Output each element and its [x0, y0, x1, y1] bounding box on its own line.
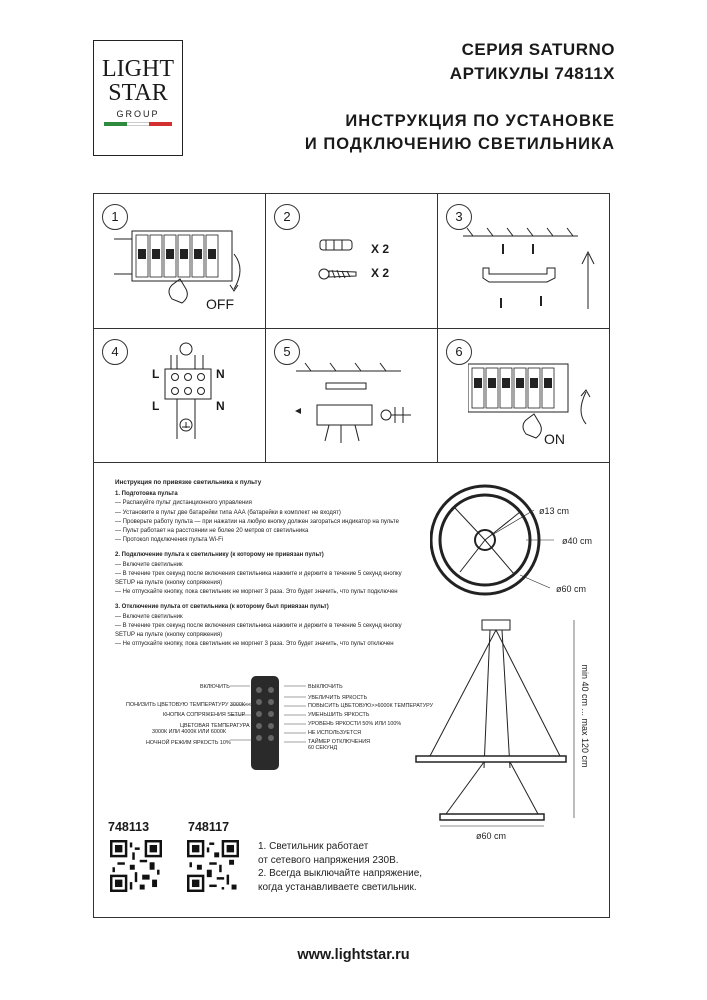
step-number: 2 [274, 204, 300, 230]
brand-logo: LIGHT STAR GROUP [93, 40, 183, 156]
article-748117: 748117 [188, 820, 230, 834]
step-number: 6 [446, 339, 472, 365]
neutral-label-top: N [216, 367, 225, 381]
details-panel [93, 463, 610, 918]
remote-label-night: НОЧНОЙ РЕЖИМ ЯРКОСТЬ 10% [146, 740, 231, 746]
installation-steps-grid: 1 OFF 2 X 2 X 2 3 [93, 193, 610, 463]
remote-label-temp: ЦВЕТОВАЯ ТЕМПЕРАТУРА [180, 723, 250, 729]
dim-height-range: min 40 cm ... max 120 cm [580, 664, 590, 768]
remote-label-timer: ТАЙМЕР ОТКЛЮЧЕНИЯ [308, 739, 371, 745]
remote-label-dimmer: УМЕНЬШИТЬ ЯРКОСТЬ [308, 712, 370, 718]
breaker-off-icon [114, 230, 241, 304]
section-1-item: — Проверьте работу пульта — при нажатии … [115, 518, 399, 525]
doc-title-line2: И ПОДКЛЮЧЕНИЮ СВЕТИЛЬНИКА [304, 135, 615, 153]
doc-title-line1: ИНСТРУКЦИЯ ПО УСТАНОВКЕ [345, 112, 615, 130]
series-name: СЕРИЯ SATURNO [461, 40, 615, 59]
remote-leader-lines [230, 685, 306, 743]
remote-label-warmer: ПОВЫСИТЬ ЦВЕТОВУЮ>>6000К ТЕМПЕРАТУРУ [308, 703, 434, 709]
breaker-on-icon [468, 363, 591, 439]
section-3-title: 3. Отключение пульта от светильника (к к… [115, 604, 329, 611]
step-number: 5 [274, 339, 300, 365]
section-3-item: SETUP на пульте (кнопку сопряжения) [115, 632, 223, 639]
italian-flag-stripe [104, 122, 173, 126]
remote-label-on: ВКЛЮЧИТЬ [200, 684, 230, 690]
step-number: 3 [446, 204, 472, 230]
remote-label-brighter: УВЕЛИЧИТЬ ЯРКОСТЬ [308, 695, 368, 701]
section-1-title: 1. Подготовка пульта [115, 491, 178, 498]
safety-notes: 1. Светильник работает от сетевого напря… [258, 840, 458, 894]
remote-label-off: ВЫКЛЮЧИТЬ [308, 684, 343, 690]
step-1: 1 OFF [94, 194, 266, 328]
remote-label-timer-seconds: 60 СЕКУНД [308, 745, 338, 751]
section-3-item: — Не отпускайте кнопку, пока светильник … [115, 641, 394, 648]
step-6: 6 ON [438, 329, 610, 463]
step-number: 1 [102, 204, 128, 230]
section-1-item: — Пульт работает на расстоянии не более … [115, 528, 309, 535]
qr-code-icon [110, 840, 162, 892]
remote-label-temp-values: 3000К ИЛИ 4000К ИЛИ 6000К [152, 729, 226, 735]
dim-canopy: ø13 cm [539, 506, 570, 516]
section-2-item: — В течение трех секунд после включения … [115, 570, 402, 577]
section-2-item: — Включите светильник [115, 561, 183, 568]
section-3-item: — В течение трех секунд после включения … [115, 622, 402, 629]
live-label-top: L [152, 367, 160, 381]
article-748113: 748113 [108, 820, 150, 834]
note-line: когда устанавливаете светильник. [258, 881, 417, 893]
note-line: от сетевого напряжения 230В. [258, 854, 399, 866]
instructions-title: Инструкция по привязке светильника к пул… [115, 479, 262, 486]
logo-line-1: LIGHT [102, 56, 174, 82]
remote-label-cooler: ПОНИЗИТЬ ЦВЕТОВУЮ ТЕМПЕРАТУРУ 3000К<< [126, 702, 252, 708]
section-3-item: — Включите светильник [115, 613, 183, 620]
article-numbers: АРТИКУЛЫ 74811X [449, 64, 615, 83]
dim-bottom-ring: ø60 cm [476, 831, 507, 841]
note-line: 2. Всегда выключайте напряжение, [258, 868, 423, 879]
section-2-title: 2. Подключение пульта к светильнику (к к… [115, 552, 324, 559]
remote-control-icon [251, 676, 279, 770]
fixture-attach-icon [295, 362, 411, 443]
neutral-label-bottom: N [216, 399, 225, 413]
wiring-terminal-icon [164, 342, 212, 439]
note-line: 1. Светильник работает [258, 841, 369, 852]
step-2: 2 X 2 X 2 [266, 194, 438, 328]
anchor-quantity: X 2 [371, 242, 390, 256]
off-label: OFF [206, 296, 234, 312]
remote-label-setup: КНОПКА СОПРЯЖЕНИЯ SETUP [163, 712, 246, 718]
website-link[interactable]: www.lightstar.ru [297, 947, 410, 963]
bracket-mount-icon [463, 227, 595, 309]
chandelier-top-view [430, 484, 554, 596]
section-1-item: — Установите в пульт две батарейки типа … [115, 509, 341, 516]
remote-label-unused: НЕ ИСПОЛЬЗУЕТСЯ [308, 730, 362, 736]
qr-code-icon [187, 840, 239, 892]
live-label-bottom: L [152, 399, 160, 413]
step-5: 5 [266, 329, 438, 463]
section-2-item: — Не отпускайте кнопку, пока светильник … [115, 589, 398, 596]
section-2-item: SETUP на пульте (кнопку сопряжения) [115, 580, 223, 587]
screw-quantity: X 2 [371, 266, 390, 280]
section-1-item: — Распакуйте пульт дистанционного управл… [115, 500, 252, 507]
dim-outer-ring: ø60 cm [556, 584, 587, 594]
step-3: 3 [438, 194, 610, 328]
remote-pairing-instructions: Инструкция по привязке светильника к пул… [115, 478, 425, 649]
section-1-item: — Протокол подключения пульта Wi-Fi [115, 537, 224, 544]
logo-line-2: STAR [108, 80, 168, 106]
on-label: ON [544, 431, 565, 447]
step-4: 4 L N L N [94, 329, 266, 463]
chandelier-side-view [415, 619, 575, 827]
step-number: 4 [102, 339, 128, 365]
anchor-screw-icon [318, 239, 357, 280]
dim-inner-ring: ø40 cm [562, 536, 593, 546]
logo-line-3: GROUP [116, 109, 160, 119]
remote-label-level: УРОВЕНЬ ЯРКОСТИ 50% ИЛИ 100% [308, 721, 402, 727]
